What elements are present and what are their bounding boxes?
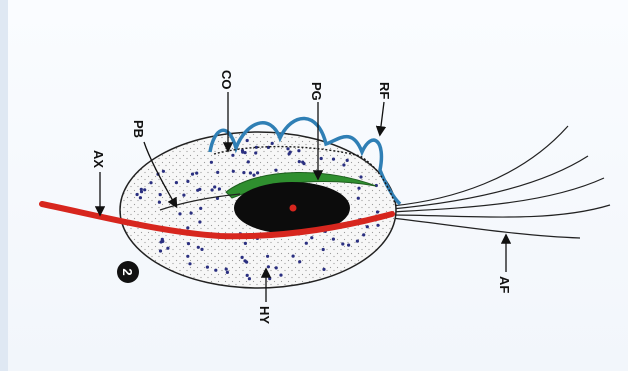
granule	[241, 256, 244, 259]
granule	[197, 246, 200, 249]
label-pg: PG	[309, 82, 324, 101]
label-co: CO	[219, 70, 234, 90]
granule	[298, 260, 301, 263]
granule	[226, 271, 229, 274]
granule	[332, 238, 335, 241]
granule	[244, 242, 247, 245]
granule	[249, 171, 252, 174]
granule	[136, 193, 139, 196]
granule	[332, 158, 335, 161]
granule	[357, 197, 360, 200]
granule	[186, 226, 189, 229]
granule	[161, 238, 164, 241]
granule	[186, 255, 189, 258]
granule	[232, 170, 235, 173]
figure-number: 2	[120, 268, 135, 275]
granule	[198, 220, 201, 223]
nucleolus	[290, 205, 297, 212]
granule	[342, 163, 345, 166]
granule	[310, 236, 313, 239]
granule	[225, 268, 228, 271]
granule	[302, 162, 305, 165]
granule	[231, 154, 234, 157]
granule	[322, 268, 325, 271]
rf-leader	[380, 102, 384, 134]
granule	[198, 188, 201, 191]
granule	[256, 171, 259, 174]
granule	[188, 262, 191, 265]
granule	[149, 181, 152, 184]
granule	[140, 188, 143, 191]
granule	[241, 151, 244, 154]
granule	[178, 212, 181, 215]
granule	[376, 224, 379, 227]
granule	[243, 259, 246, 262]
granule	[166, 247, 169, 250]
label-af: AF	[497, 276, 512, 293]
granule	[292, 255, 295, 258]
granule	[267, 265, 270, 268]
granule	[376, 210, 379, 213]
granule	[187, 242, 190, 245]
granule	[286, 147, 289, 150]
granule	[271, 142, 274, 145]
granule	[162, 170, 165, 173]
label-rf: RF	[377, 82, 392, 99]
granule	[359, 175, 362, 178]
granule	[242, 171, 245, 174]
granule	[206, 266, 209, 269]
granule	[279, 274, 282, 277]
granule	[366, 225, 369, 228]
granule	[275, 266, 278, 269]
label-ax: AX	[91, 150, 106, 168]
granule	[341, 242, 344, 245]
figure-number-badge: 2	[117, 261, 139, 283]
granule	[159, 249, 162, 252]
granule	[143, 188, 146, 191]
granule	[158, 201, 161, 204]
granule	[191, 173, 194, 176]
granule	[248, 277, 251, 280]
granule	[274, 169, 277, 172]
granule	[357, 187, 360, 190]
granule	[199, 207, 202, 210]
granule	[254, 151, 257, 154]
granule	[200, 248, 203, 251]
anterior-flagella	[392, 126, 610, 238]
granule	[347, 244, 350, 247]
granule	[218, 187, 221, 190]
label-hy: HY	[257, 306, 272, 324]
granule	[247, 160, 250, 163]
granule	[216, 171, 219, 174]
granule	[322, 248, 325, 251]
granule	[186, 180, 189, 183]
granule	[246, 139, 249, 142]
granule	[195, 172, 198, 175]
granule	[214, 269, 217, 272]
granule	[305, 242, 308, 245]
granule	[252, 174, 255, 177]
granule	[175, 181, 178, 184]
granule	[298, 160, 301, 163]
granule	[320, 157, 323, 160]
granule	[346, 159, 349, 162]
granule	[362, 233, 365, 236]
granule	[268, 277, 271, 280]
granule	[211, 188, 214, 191]
granule	[288, 152, 291, 155]
granule	[213, 185, 216, 188]
granule	[190, 212, 193, 215]
granule	[139, 196, 142, 199]
granule	[159, 193, 162, 196]
granule	[297, 149, 300, 152]
granule	[210, 161, 213, 164]
label-pb: PB	[131, 120, 146, 138]
granule	[246, 274, 249, 277]
granule	[266, 255, 269, 258]
granule	[356, 240, 359, 243]
granule	[182, 194, 185, 197]
